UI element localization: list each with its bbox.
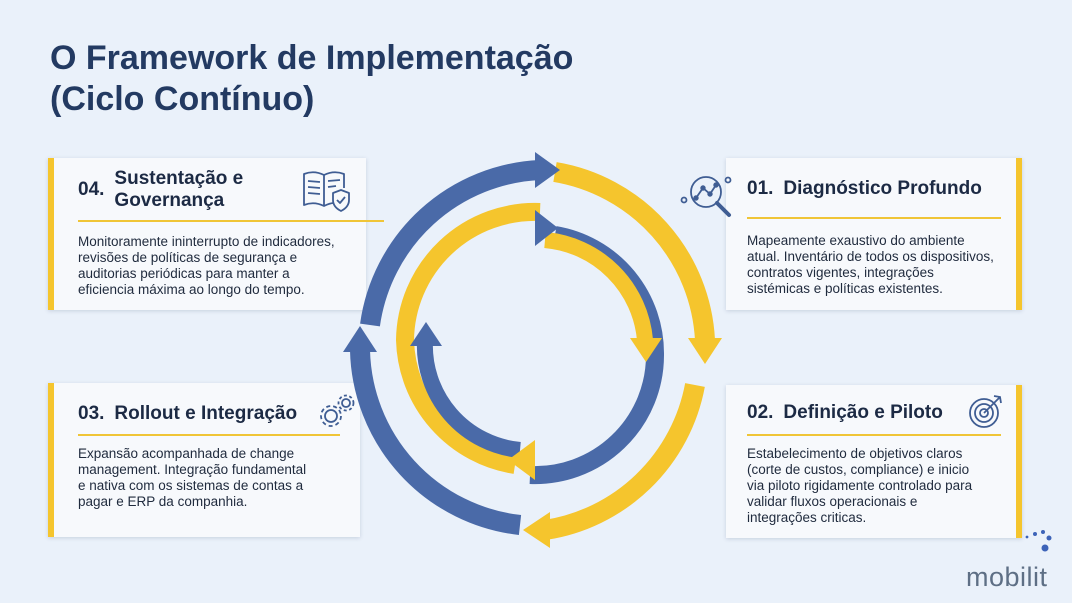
brand-logo: mobilit	[966, 562, 1048, 592]
step-card-01: 01. Diagnóstico Profundo Mapeamente exau…	[680, 158, 1022, 310]
cycle-arrowheads	[343, 152, 722, 548]
heading-divider	[78, 434, 340, 436]
page-title: O Framework de Implementação (Ciclo Cont…	[50, 38, 573, 120]
heading-divider	[747, 217, 1001, 219]
step-card-02: 02. Definição e Piloto Estabelecimento d…	[726, 385, 1022, 538]
continuous-cycle-diagram	[343, 152, 722, 548]
cycle-arrow-yellow-inner-right	[544, 232, 653, 341]
step-number: 03.	[78, 403, 105, 424]
gears-icon	[316, 391, 358, 438]
heading-divider	[747, 434, 1001, 436]
step-title: Definição e Piloto	[783, 402, 943, 423]
arrowhead-yellow-inner-bottom	[508, 440, 535, 480]
step-heading: 02. Definição e Piloto	[747, 402, 943, 424]
arrowhead-yellow-right	[688, 338, 722, 364]
cycle-arrow-blue-inner-right	[529, 226, 665, 485]
step-number: 01.	[747, 178, 774, 199]
logo-dots	[1025, 530, 1052, 552]
description-line: Monitoramente ininterrupto de indicadore…	[78, 234, 335, 249]
step-description: Expansão acompanhada de change managemen…	[78, 446, 348, 510]
description-line: integrações criticas.	[747, 510, 867, 525]
target-icon	[966, 391, 1006, 436]
cycle-arrow-blue-outer-left	[350, 349, 522, 535]
description-line: auditorias periódicas para manter a	[78, 266, 290, 281]
description-line: Estabelecimento de objetivos claros	[747, 446, 963, 461]
cycle-arrow-blue-outer-top	[360, 160, 541, 327]
step-heading: 01. Diagnóstico Profundo	[747, 178, 982, 200]
magnifier-analytics-icon	[680, 170, 740, 231]
step-heading: 03. Rollout e Integração	[78, 403, 297, 425]
arrowhead-yellow-inner-right	[630, 338, 662, 362]
step-title-line-1: Sustentação e	[114, 168, 244, 189]
description-line: sistémicas e políticas existentes.	[747, 281, 943, 296]
step-description: Monitoramente ininterrupto de indicadore…	[78, 234, 368, 298]
step-number: 02.	[747, 402, 774, 423]
description-line: revisões de políticas de segurança e	[78, 250, 298, 265]
heading-divider	[78, 220, 384, 222]
title-line-2: (Ciclo Contínuo)	[50, 80, 315, 118]
step-title: Sustentação e Governança	[114, 168, 243, 212]
step-card-04: 04. Sustentação e Governança Monitoramen…	[48, 158, 384, 310]
step-card-03: 03. Rollout e Integração Expansão acompa…	[48, 383, 360, 537]
description-line: eficiencia máxima ao longo do tempo.	[78, 282, 305, 297]
step-title-line-2: Governança	[114, 190, 225, 211]
title-line-1: O Framework de Implementação	[50, 39, 574, 77]
description-line: validar fluxos operacionais e	[747, 494, 918, 509]
arrowhead-blue-top	[535, 152, 560, 188]
step-description: Estabelecimento de objetivos claros (cor…	[747, 446, 1015, 526]
description-line: Mapeamente exaustivo do ambiente	[747, 233, 965, 248]
accent-bar	[1016, 158, 1022, 310]
arrowhead-blue-left	[343, 326, 377, 352]
accent-bar	[1016, 385, 1022, 538]
description-line: Expansão acompanhada de change	[78, 446, 295, 461]
cycle-arrow-blue-inner-left	[416, 339, 521, 458]
description-line: contratos vigentes, integrações	[747, 265, 934, 280]
accent-bar	[48, 383, 54, 537]
step-description: Mapeamente exaustivo do ambiente atual. …	[747, 233, 1015, 297]
accent-bar	[48, 158, 54, 310]
cycle-arrow-yellow-inner-left	[395, 202, 541, 474]
book-shield-icon	[300, 166, 352, 219]
step-heading: 04. Sustentação e Governança	[78, 168, 298, 212]
arrowhead-blue-inner-top	[535, 210, 558, 246]
description-line: pagar e ERP da companhia.	[78, 494, 248, 509]
description-line: atual. Inventário de todos os dispositiv…	[747, 249, 994, 264]
arrowhead-yellow-bottom	[523, 512, 550, 548]
arrowhead-blue-inner-left	[410, 322, 442, 346]
cycle-arrow-yellow-outer-bottom	[543, 383, 705, 540]
step-number: 04.	[78, 179, 105, 200]
cycle-arrow-yellow-outer-right	[553, 162, 715, 341]
description-line: management. Integração fundamental	[78, 462, 307, 477]
step-title: Rollout e Integração	[114, 403, 298, 424]
description-line: via piloto rigidamente controlado para	[747, 478, 973, 493]
step-title: Diagnóstico Profundo	[783, 178, 982, 199]
description-line: e nativa com os sistemas de contas a	[78, 478, 304, 493]
description-line: (corte de custos, compliance) e inicio	[747, 462, 970, 477]
